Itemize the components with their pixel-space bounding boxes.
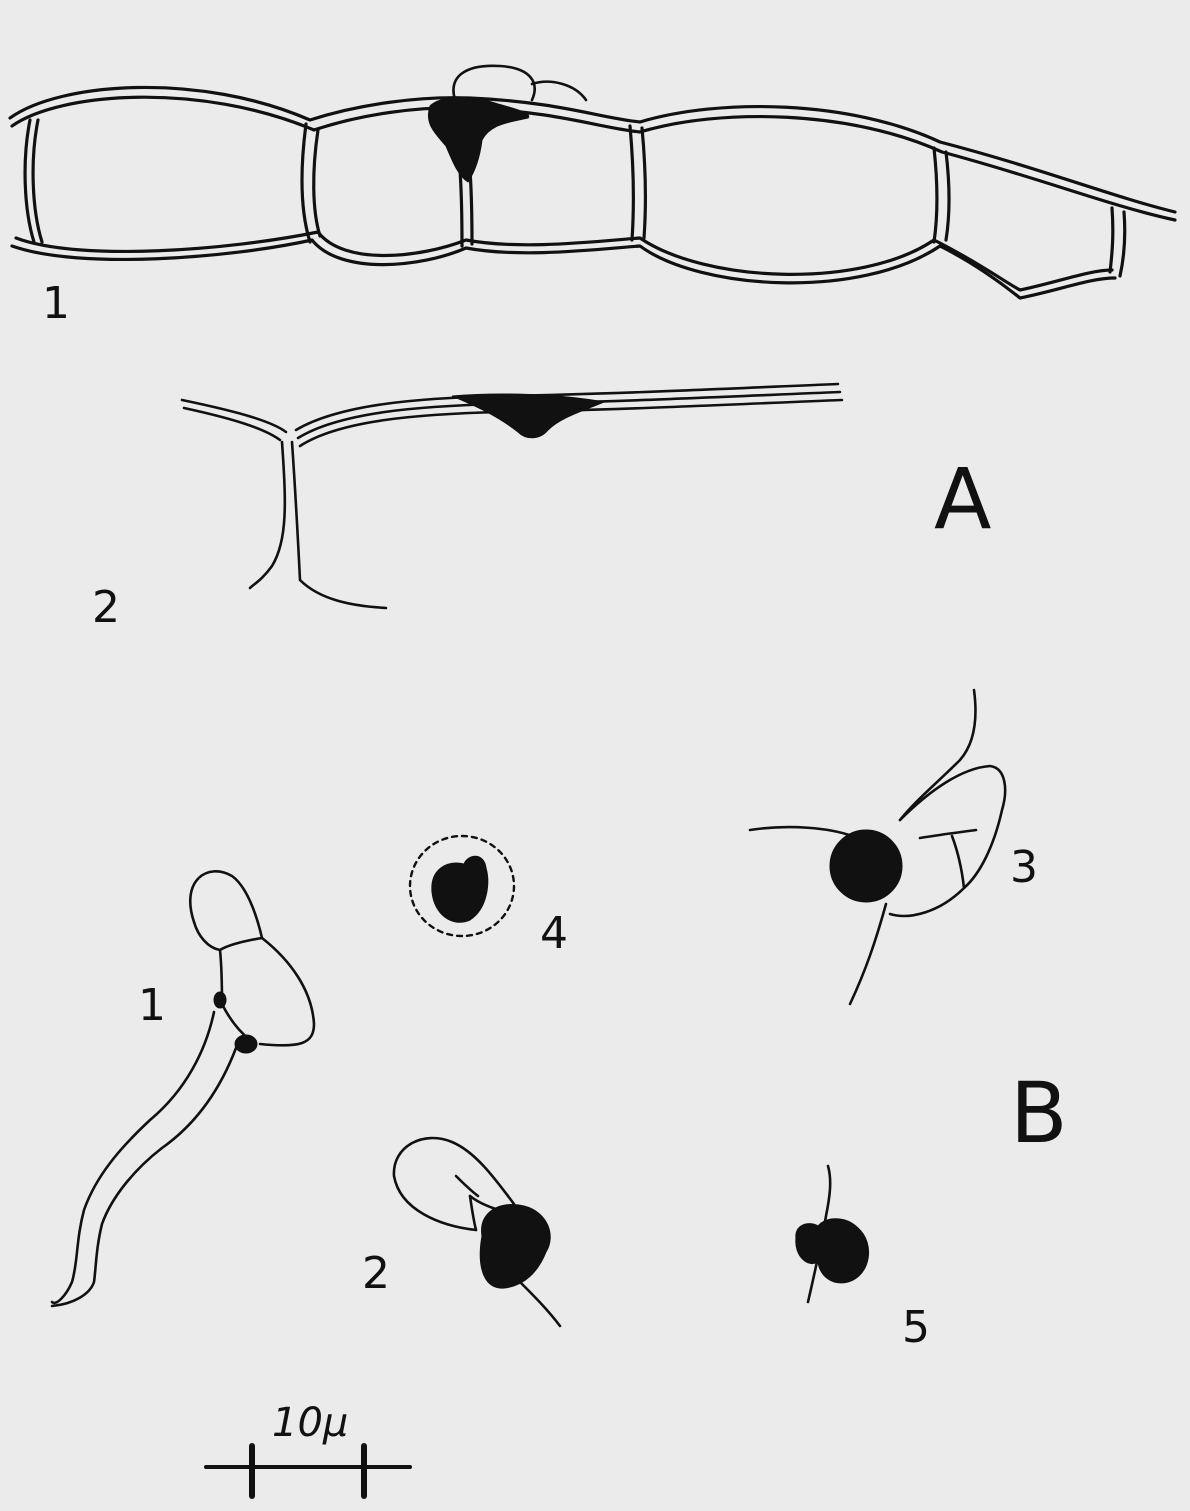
panel-b-label-2: 2 <box>362 1248 390 1299</box>
panel-b-label-4: 4 <box>540 908 568 959</box>
scale-bar <box>206 1446 410 1496</box>
panel-b-fig4-dotted-spore <box>410 836 514 936</box>
panel-b-letter: B <box>1010 1064 1068 1162</box>
panel-b-fig3-spore <box>750 690 1005 1004</box>
panel-a-fig2-cell-wall <box>182 384 842 608</box>
scale-bar-label: 10μ <box>272 1400 348 1446</box>
panel-b-label-3: 3 <box>1010 842 1038 893</box>
panel-a-letter: A <box>934 450 991 548</box>
panel-b-fig2-spore <box>394 1138 560 1326</box>
panel-b-label-5: 5 <box>902 1302 930 1353</box>
panel-b-fig5-small-spore <box>796 1166 869 1302</box>
panel-b-label-1: 1 <box>138 980 166 1031</box>
panel-a-fig1-cell-row <box>10 66 1175 298</box>
panel-a-label-1: 1 <box>42 278 70 329</box>
panel-b-fig1-germ-tube <box>52 871 314 1306</box>
panel-a-label-2: 2 <box>92 582 120 633</box>
